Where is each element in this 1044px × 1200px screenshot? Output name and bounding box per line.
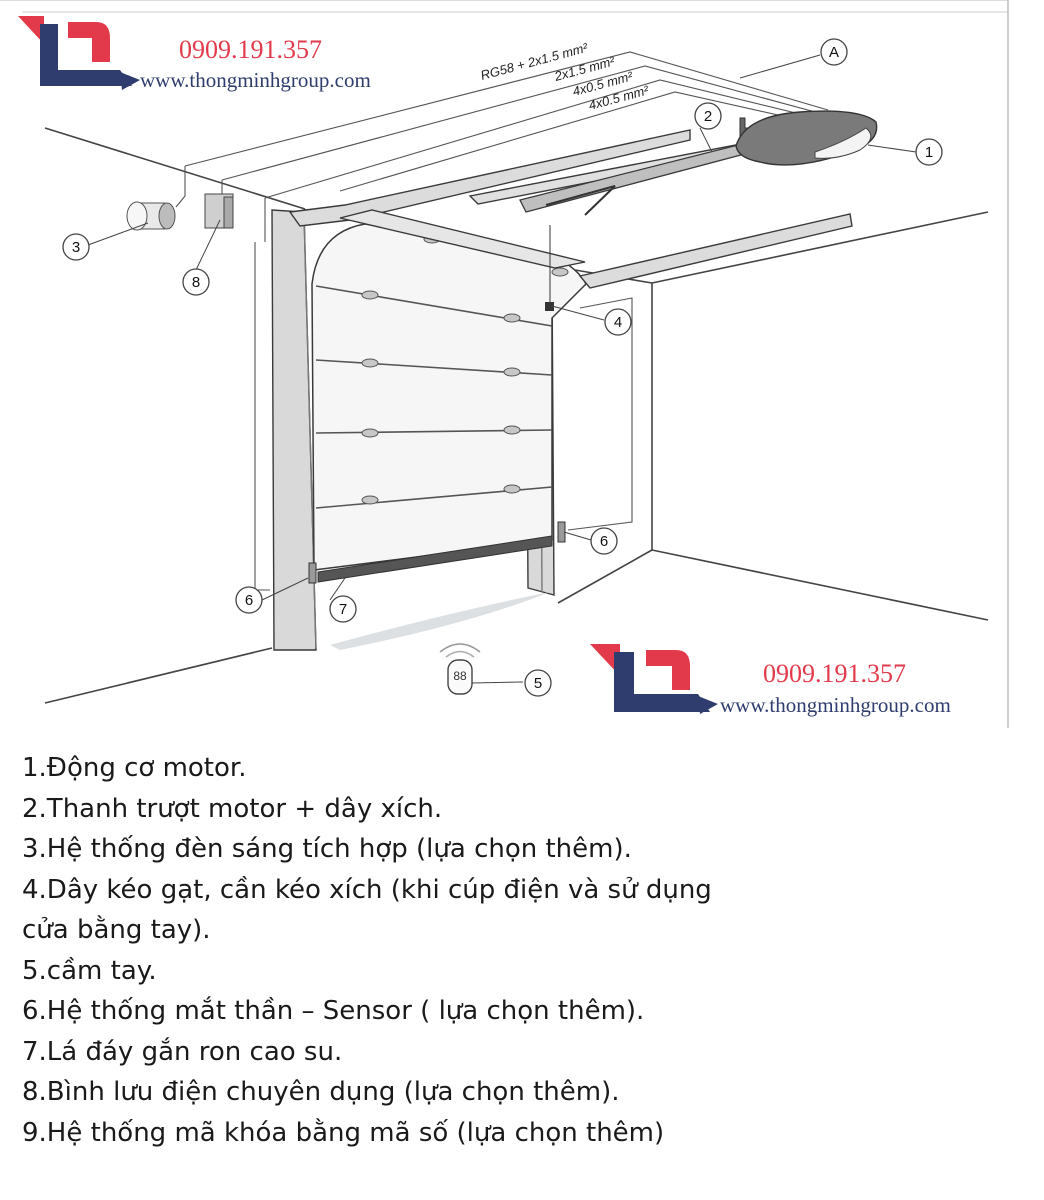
- legend-item-9: 9.Hệ thống mã khóa bằng mã số (lựa chọn …: [22, 1117, 665, 1148]
- callout-7: 7: [339, 601, 347, 618]
- callout-4: 4: [614, 314, 622, 331]
- legend-item-4: 4.Dây kéo gạt, cần kéo xích (khi cúp điệ…: [22, 874, 712, 905]
- door-shadow: [330, 592, 550, 650]
- callout-2: 2: [704, 108, 712, 125]
- motor-unit: [735, 110, 878, 166]
- legend-item-6: 6.Hệ thống mắt thần – Sensor ( lựa chọn …: [22, 996, 645, 1026]
- brand-logo-top: [18, 16, 140, 90]
- brand-phone-top: 0909.191.357: [179, 35, 322, 64]
- room-outline: [44, 127, 989, 704]
- panel-hinges: [361, 234, 569, 505]
- callout-3: 3: [72, 239, 80, 256]
- legend-item-3: 3.Hệ thống đèn sáng tích hợp (lựa chọn t…: [22, 834, 632, 864]
- callout-6-left: 6: [245, 592, 253, 609]
- garage-door-diagram: RG58 + 2x1.5 mm² 2x1.5 mm² 4x0.5 mm² 4x0…: [0, 0, 1009, 728]
- callout-leaders: [87, 54, 917, 684]
- ceiling-tracks: [288, 123, 853, 289]
- callout-numbers: A 1 2 3 4 5 6 6 7 8: [72, 44, 933, 692]
- callout-circles: [62, 38, 943, 697]
- callout-1: 1: [925, 144, 933, 161]
- cable-labels: RG58 + 2x1.5 mm² 2x1.5 mm² 4x0.5 mm² 4x0…: [479, 40, 651, 113]
- legend-item-8: 8.Bình lưu điện chuyên dụng (lựa chọn th…: [22, 1077, 620, 1107]
- remote-glyph: 88: [453, 669, 467, 683]
- brand-website-bottom: www.thongminhgroup.com: [720, 693, 951, 717]
- sensor-left-icon: [308, 562, 317, 584]
- legend-item-5: 5.cầm tay.: [22, 955, 157, 986]
- component-legend: 1.Động cơ motor. 2.Thanh trượt motor + d…: [22, 748, 1022, 1153]
- diagram-canvas: RG58 + 2x1.5 mm² 2x1.5 mm² 4x0.5 mm² 4x0…: [0, 0, 1009, 728]
- brand-website-top: www.thongminhgroup.com: [140, 68, 371, 92]
- legend-item-7: 7.Lá đáy gắn ron cao su.: [22, 1036, 343, 1067]
- lamp-icon: [126, 201, 176, 231]
- callout-a: A: [829, 44, 839, 61]
- callout-5: 5: [534, 675, 542, 692]
- callout-8: 8: [192, 274, 200, 291]
- bottom-seal: [317, 535, 553, 583]
- legend-item-1: 1.Động cơ motor.: [22, 753, 247, 783]
- pull-arm: [545, 185, 616, 216]
- legend-item-4-continued: cửa bằng tay).: [22, 915, 211, 945]
- brand-logo-bottom: [590, 644, 718, 714]
- remote-control-icon: 88: [439, 643, 481, 695]
- brand-phone-bottom: 0909.191.357: [763, 659, 906, 688]
- release-handle: [545, 302, 554, 311]
- legend-item-2: 2.Thanh trượt motor + dây xích.: [22, 793, 443, 824]
- sensor-right-icon: [557, 521, 566, 543]
- callout-6-right: 6: [600, 533, 608, 550]
